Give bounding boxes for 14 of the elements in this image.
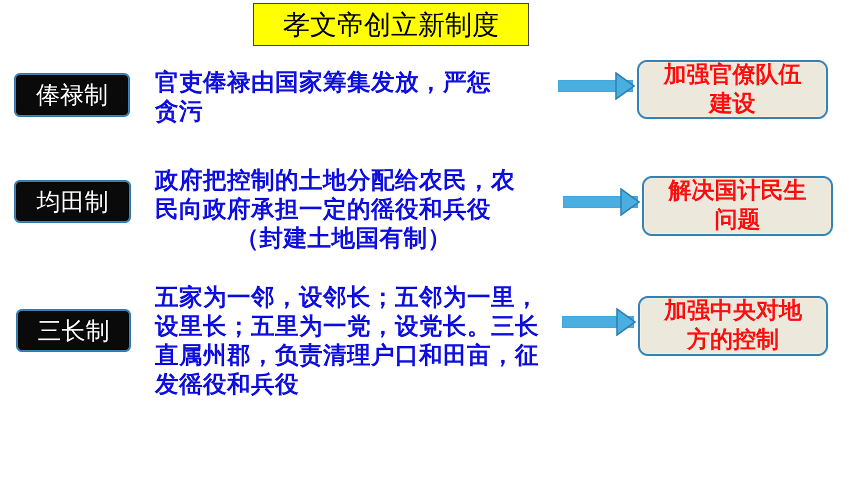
result-box: 加强中央对地方的控制 [638, 296, 828, 356]
title-banner: 孝文帝创立新制度 [253, 3, 529, 46]
description-text: 政府把控制的土地分配给农民，农民向政府承担一定的徭役和兵役 [155, 166, 516, 224]
description-text: 五家为一邻，设邻长；五邻为一里，设里长；五里为一党，设党长。三长直属州郡，负责清理户口和田亩，征发徭役和兵役 [155, 283, 540, 399]
result-box: 加强官僚队伍建设 [637, 60, 828, 119]
block-arrow [558, 72, 635, 100]
description-text: 官吏俸禄由国家筹集发放，严惩贪污 [155, 68, 492, 126]
result-box: 解决国计民生问题 [642, 176, 833, 236]
system-label-box: 三长制 [16, 309, 131, 352]
system-label-box: 均田制 [14, 180, 131, 223]
block-arrow [562, 308, 636, 336]
note-text: （封建土地国有制） [234, 224, 452, 253]
block-arrow [563, 188, 640, 216]
system-label-box: 俸禄制 [14, 73, 130, 117]
